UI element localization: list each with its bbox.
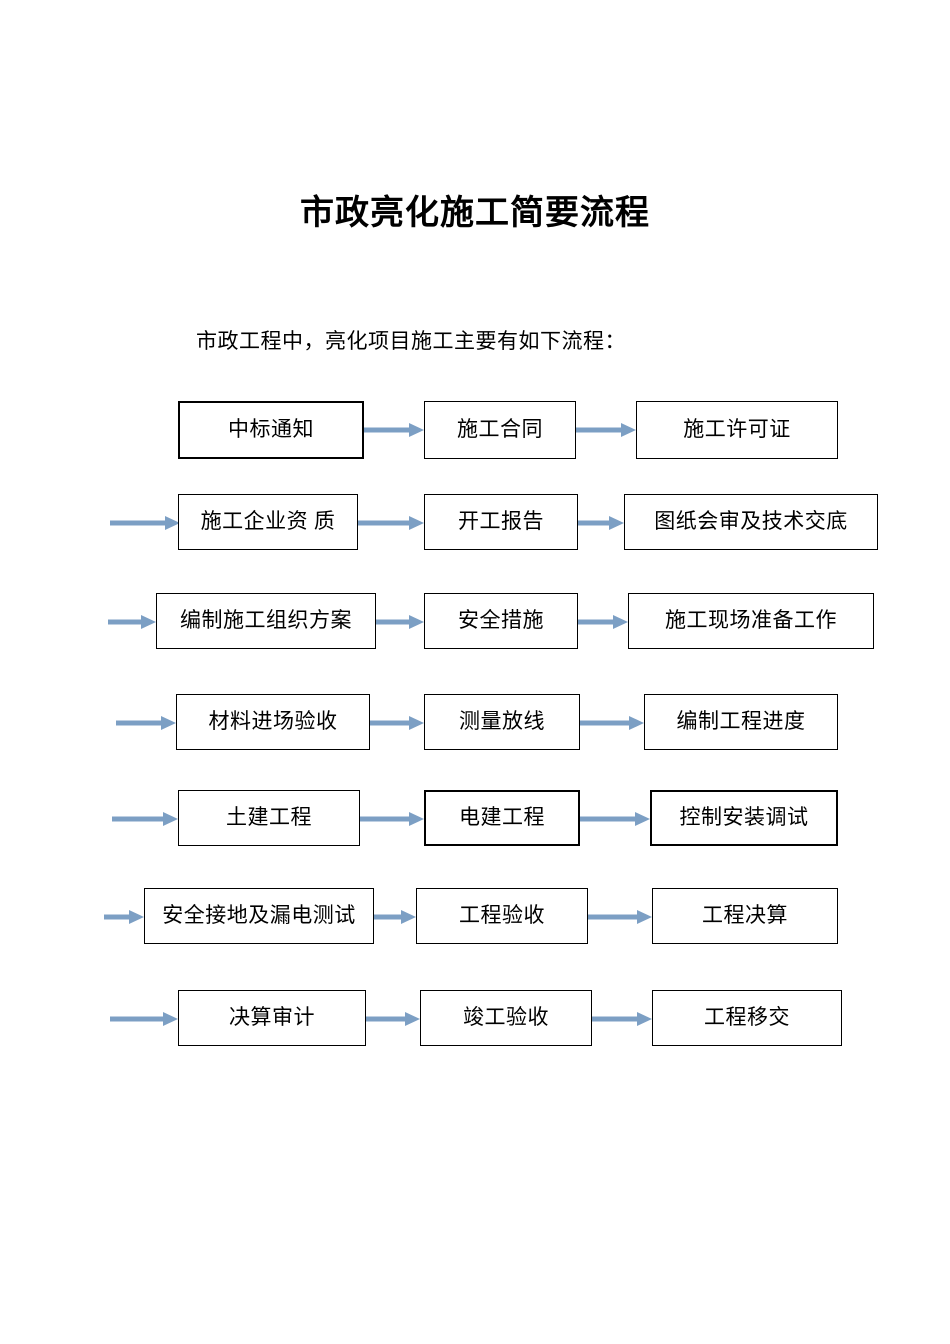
flow-node-label: 编制工程进度: [676, 709, 806, 734]
flow-arrow-2-1: [578, 615, 628, 629]
flow-node-label: 施工合同: [457, 417, 543, 442]
flow-arrow-6-0: [366, 1012, 420, 1026]
flow-node-label: 控制安装调试: [679, 805, 809, 830]
flow-node-label: 工程移交: [704, 1005, 790, 1030]
flow-node-label: 施工企业资 质: [200, 509, 336, 534]
flow-arrow-0-1: [576, 423, 636, 437]
flow-node: 测量放线: [424, 694, 580, 750]
flow-node: 工程决算: [652, 888, 838, 944]
flow-node: 工程验收: [416, 888, 588, 944]
flow-arrow-5-1: [588, 910, 652, 924]
flow-arrow-1-1: [578, 516, 624, 530]
flow-arrow-1-0: [358, 516, 424, 530]
flow-node-label: 施工现场准备工作: [665, 608, 837, 633]
flow-node-label: 安全接地及漏电测试: [162, 903, 356, 928]
flow-node: 中标通知: [178, 401, 364, 459]
flow-node-label: 土建工程: [226, 805, 312, 830]
flow-node: 图纸会审及技术交底: [624, 494, 878, 550]
flow-arrow-4-0: [360, 812, 424, 826]
flow-node-label: 电建工程: [459, 805, 545, 830]
flow-node: 编制施工组织方案: [156, 593, 376, 649]
flow-node: 土建工程: [178, 790, 360, 846]
flow-node-label: 编制施工组织方案: [180, 608, 352, 633]
flow-arrow-lead-1: [110, 516, 180, 530]
flow-node-label: 工程决算: [702, 903, 788, 928]
page-title: 市政亮化施工简要流程: [300, 195, 650, 232]
flow-node: 编制工程进度: [644, 694, 838, 750]
flow-node-label: 图纸会审及技术交底: [654, 509, 848, 534]
flow-node: 安全接地及漏电测试: [144, 888, 374, 944]
flow-node: 电建工程: [424, 790, 580, 846]
flow-arrow-3-0: [370, 716, 424, 730]
flow-node-label: 竣工验收: [463, 1005, 549, 1030]
flow-arrow-0-0: [364, 423, 424, 437]
flow-arrow-6-1: [592, 1012, 652, 1026]
flow-node: 开工报告: [424, 494, 578, 550]
flow-node: 控制安装调试: [650, 790, 838, 846]
flow-node: 施工合同: [424, 401, 576, 459]
flow-node: 决算审计: [178, 990, 366, 1046]
flow-node: 施工企业资 质: [178, 494, 358, 550]
flow-node-label: 工程验收: [459, 903, 545, 928]
flow-node-label: 安全措施: [458, 608, 544, 633]
flow-arrow-3-1: [580, 716, 644, 730]
flow-arrow-lead-3: [116, 716, 176, 730]
flow-arrow-lead-5: [104, 910, 144, 924]
flow-node: 竣工验收: [420, 990, 592, 1046]
flow-node-label: 测量放线: [459, 709, 545, 734]
flow-arrow-2-0: [376, 615, 424, 629]
intro-paragraph: 市政工程中，亮化项目施工主要有如下流程：: [196, 329, 626, 353]
flow-arrow-lead-4: [112, 812, 178, 826]
flow-node: 施工许可证: [636, 401, 838, 459]
flow-node: 施工现场准备工作: [628, 593, 874, 649]
flow-arrow-4-1: [580, 812, 650, 826]
flow-node: 材料进场验收: [176, 694, 370, 750]
flow-node-label: 施工许可证: [683, 417, 791, 442]
flow-arrow-lead-6: [110, 1012, 178, 1026]
flow-node-label: 开工报告: [458, 509, 544, 534]
flow-arrow-5-0: [374, 910, 416, 924]
flow-node: 工程移交: [652, 990, 842, 1046]
flow-node-label: 材料进场验收: [208, 709, 338, 734]
flow-arrow-lead-2: [108, 615, 156, 629]
flow-node-label: 决算审计: [229, 1005, 315, 1030]
flow-node-label: 中标通知: [228, 417, 314, 442]
flow-node: 安全措施: [424, 593, 578, 649]
